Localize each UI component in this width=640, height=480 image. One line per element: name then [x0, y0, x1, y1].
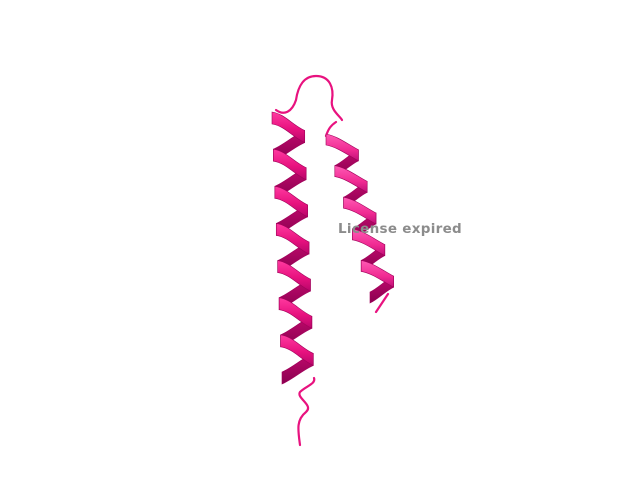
- coil-turn: [274, 74, 344, 122]
- license-watermark: License expired: [338, 221, 463, 237]
- short-helix: [325, 133, 394, 304]
- long-helix-front-turn: [274, 185, 308, 218]
- long-helix-front-turn: [273, 148, 307, 181]
- long-helix-front-turn: [277, 260, 311, 292]
- short-helix-front-turn: [343, 196, 377, 225]
- long-helix-front-turn: [278, 297, 313, 329]
- long-helix: [271, 111, 314, 385]
- coil-loops: [274, 74, 390, 447]
- short-helix-front-turn: [360, 260, 394, 288]
- coil-link: [324, 120, 338, 138]
- coil-c-terminal: [297, 376, 316, 447]
- short-helix-front-turn: [325, 133, 359, 162]
- coil-n-terminal: [374, 292, 390, 314]
- short-helix-front-turn: [352, 228, 386, 257]
- long-helix-front-turn: [271, 111, 306, 144]
- long-helix-front-turn: [275, 223, 310, 255]
- short-helix-front-turn: [334, 165, 368, 193]
- long-helix-front-turn: [280, 334, 314, 366]
